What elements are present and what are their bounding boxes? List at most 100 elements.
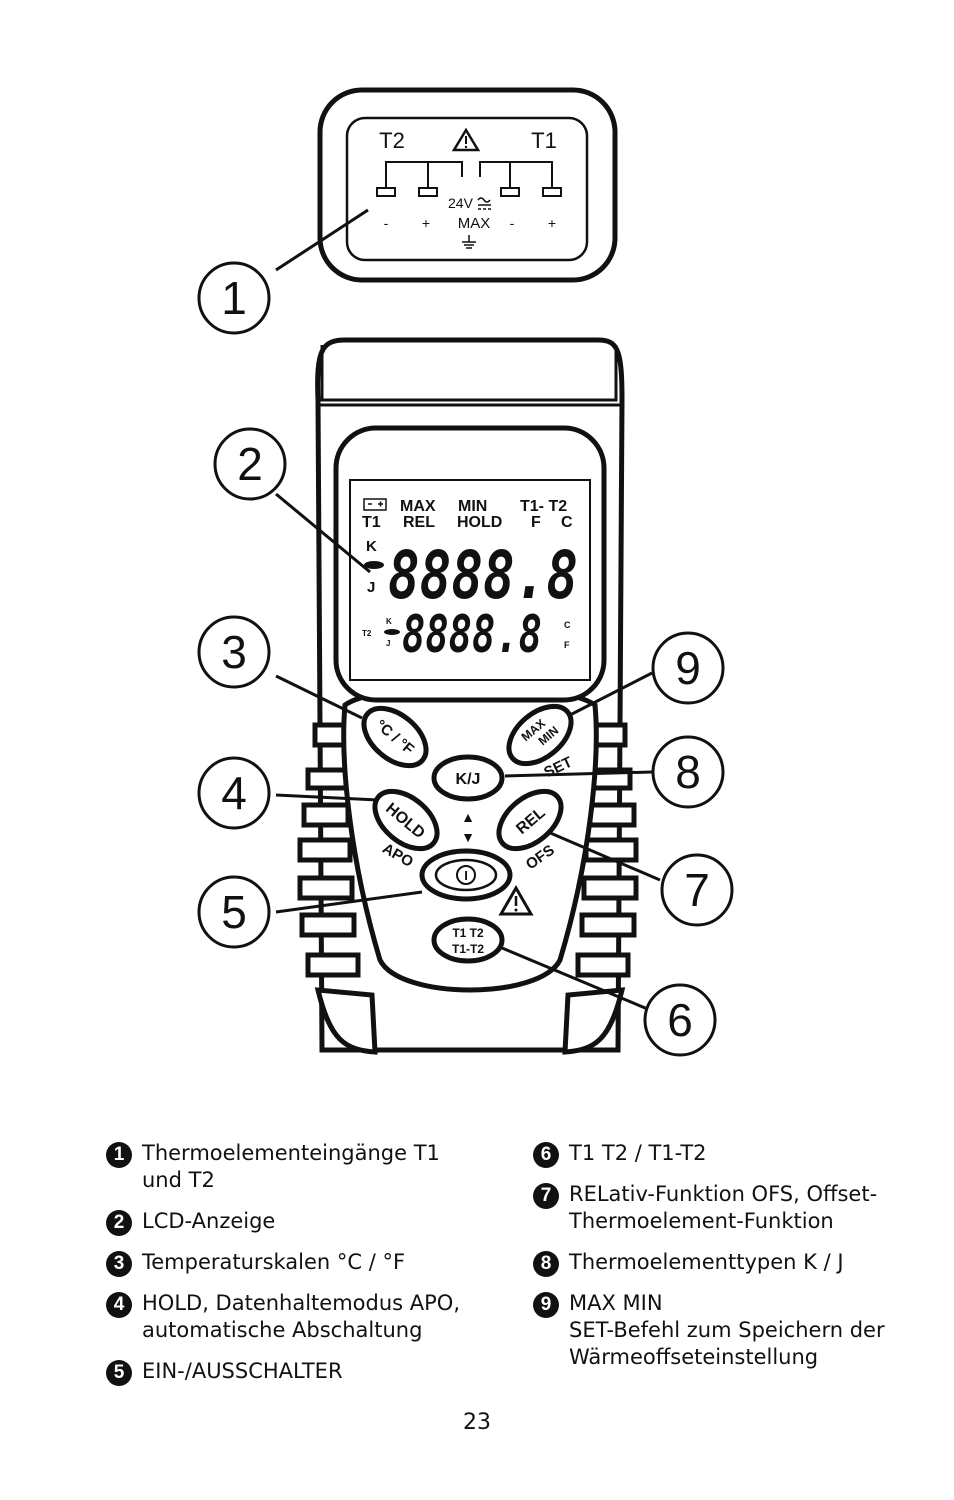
legend-item-9: 9 MAX MIN SET-Befehl zum Speichern der W… [533,1290,885,1371]
legend-number-4: 4 [106,1292,132,1318]
lcd-t1-t2: T1- T2 [520,498,567,515]
connector-minus-right: - [510,215,515,231]
svg-text:3: 3 [221,626,247,678]
connector-panel: T2 T1 - + - + 24V MAX [317,87,618,283]
kj-button-label: K/J [456,771,481,788]
legend-text: und T2 [142,1168,215,1192]
legend-text: HOLD, Datenhaltemodus APO, [142,1291,461,1315]
legend-item-5: 5 EIN-/AUSSCHALTER [106,1358,460,1386]
t1t2-button[interactable]: T1 T2 T1-T2 [431,916,505,964]
legend-item-7: 7 RELativ-Funktion OFS, Offset- Thermoel… [533,1181,885,1235]
legend-text: SET-Befehl zum Speichern der [569,1318,885,1342]
svg-text:6: 6 [667,994,693,1046]
legend-text: Thermoelementtypen K / J [569,1250,844,1274]
legend-text: RELativ-Funktion OFS, Offset- [569,1182,878,1206]
callout-6: 6 [643,983,717,1057]
svg-text:9: 9 [675,642,701,694]
callout-1: 1 [197,261,271,335]
t1t2-label-1: T1 T2 [452,926,484,940]
legend-text: EIN-/AUSSCHALTER [142,1359,343,1383]
legend-item-2: 2 LCD-Anzeige [106,1208,460,1236]
power-button[interactable]: I [419,848,513,902]
lcd-main-digits: 8888.8 [388,537,578,614]
lcd-hold: HOLD [457,514,502,531]
legend-item-1: 1 Thermoelementeingänge T1 und T2 [106,1140,460,1194]
ground-icon [462,235,476,249]
page-number: 23 [463,1410,491,1435]
leader-lines [275,208,661,1012]
callout-3: 3 [197,615,271,689]
rel-button[interactable]: REL [488,780,571,860]
hold-button[interactable]: HOLD [364,780,447,860]
t1t2-label-2: T1-T2 [452,942,484,956]
callout-2: 2 [213,427,287,501]
callout-9: 9 [651,631,725,705]
lcd-sub-k: K [386,617,392,626]
ac-dc-icon [477,197,491,210]
svg-text:1: 1 [221,272,247,324]
lcd-sub-type-indicator [384,629,400,635]
battery-icon [363,498,387,511]
warning-icon [451,127,481,152]
lcd-t2: T2 [362,629,372,638]
legend-item-3: 3 Temperaturskalen °C / °F [106,1249,460,1277]
callout-8: 8 [651,735,725,809]
legend-left: 1 Thermoelementeingänge T1 und T2 2 LCD-… [106,1140,460,1399]
power-icon [456,865,476,885]
legend-number-1: 1 [106,1142,132,1168]
arrow-up-icon: ▲ [461,809,475,825]
kj-button[interactable]: K/J [431,754,505,802]
svg-text:8: 8 [675,746,701,798]
lcd-min: MIN [458,498,487,515]
callout-7: 7 [660,853,734,927]
thermometer-diagram: T2 T1 - + - + 24V MAX [197,87,734,1057]
lcd-t1: T1 [362,514,381,531]
svg-text:5: 5 [221,886,247,938]
legend-text: Wärmeoffseteinstellung [569,1345,819,1369]
connector-t1-label: T1 [531,128,557,153]
legend-text: T1 T2 / T1-T2 [569,1141,707,1165]
power-button-label: I [464,868,468,883]
legend-number-5: 5 [106,1360,132,1386]
lcd-sub-digits: 8888.8 [402,605,542,665]
lcd-f: F [531,514,541,531]
legend-text: Thermoelement-Funktion [569,1209,834,1233]
callout-5: 5 [197,875,271,949]
lcd-max: MAX [400,498,436,515]
legend-number-7: 7 [533,1183,559,1209]
legend-number-9: 9 [533,1292,559,1318]
units-button[interactable]: °C / °F [353,697,436,777]
arrow-down-icon: ▼ [461,829,475,845]
callout-4: 4 [197,756,271,830]
connector-minus-left: - [384,215,389,231]
legend-right: 6 T1 T2 / T1-T2 7 RELativ-Funktion OFS, … [533,1140,885,1385]
svg-text:2: 2 [237,438,263,490]
body-warning-icon [498,884,534,916]
legend-text: Temperaturskalen °C / °F [142,1250,406,1274]
lcd-display: MAX MIN T1- T2 T1 REL HOLD F C K J 8888.… [333,425,607,703]
lcd-sub-f: F [564,640,570,650]
connector-voltage: 24V [448,195,474,211]
connector-plus-right: + [548,215,556,231]
lcd-rel: REL [403,514,435,531]
legend-number-3: 3 [106,1251,132,1277]
legend-text: automatische Abschaltung [142,1318,423,1342]
legend-item-8: 8 Thermoelementtypen K / J [533,1249,885,1277]
connector-plus-left: + [422,215,430,231]
legend-text: MAX MIN [569,1291,663,1315]
legend-number-6: 6 [533,1142,559,1168]
svg-text:4: 4 [221,767,247,819]
lcd-k: K [366,538,377,555]
connector-t2-label: T2 [379,128,405,153]
svg-text:7: 7 [684,864,710,916]
legend-number-8: 8 [533,1251,559,1277]
lcd-c: C [561,514,573,531]
connector-max: MAX [458,215,491,232]
max-min-button[interactable]: MAX MIN [498,695,581,775]
lcd-sub-j: J [386,639,390,648]
legend-item-4: 4 HOLD, Datenhaltemodus APO, automatisch… [106,1290,460,1344]
legend-number-2: 2 [106,1210,132,1236]
lcd-type-indicator [364,561,384,569]
legend-item-6: 6 T1 T2 / T1-T2 [533,1140,885,1168]
lcd-sub-c: C [564,620,571,630]
